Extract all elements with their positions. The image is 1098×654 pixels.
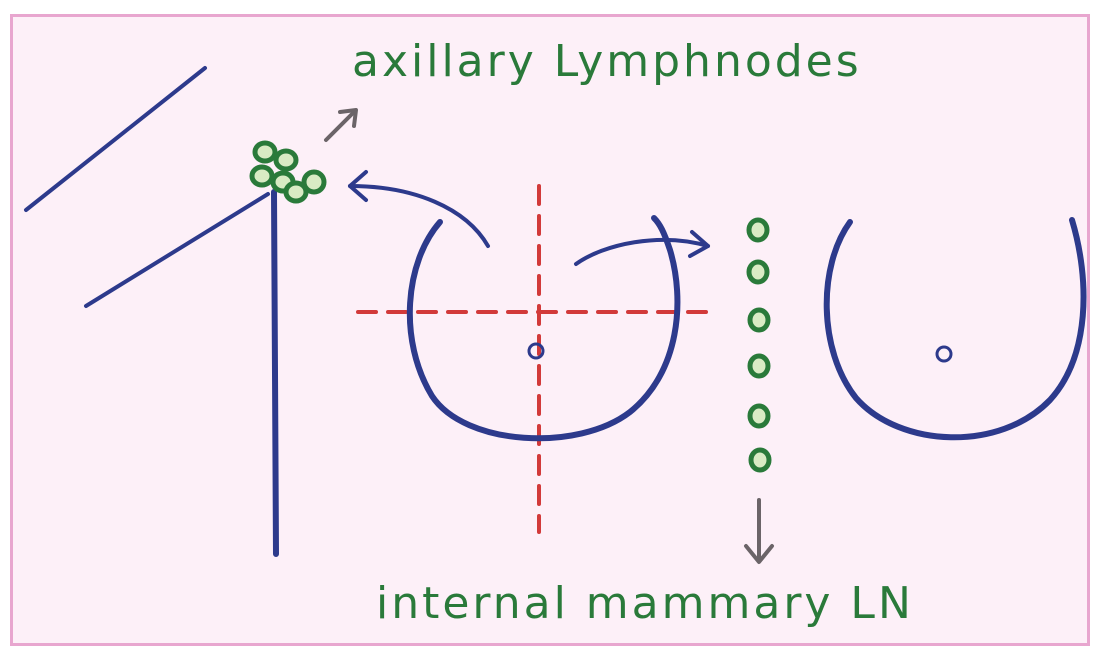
axillary-node — [252, 167, 272, 185]
drainage-arrow-internal — [576, 232, 708, 264]
axillary-node — [255, 143, 275, 161]
internal-mammary-pointer-arrow — [746, 500, 772, 562]
axillary-pointer-arrow — [326, 110, 356, 140]
axillary-node — [276, 151, 296, 169]
chest-wall-line — [274, 192, 276, 554]
quadrant-lines — [358, 186, 708, 532]
internal-mammary-node — [750, 406, 768, 426]
internal-mammary-node — [749, 220, 767, 240]
arm-lower-line — [86, 194, 268, 306]
left-breast-outline — [410, 218, 678, 438]
internal-mammary-node — [750, 310, 768, 330]
right-breast-outline — [827, 220, 1084, 437]
internal-mammary-node — [750, 356, 768, 376]
internal-mammary-node-chain — [749, 220, 769, 470]
internal-mammary-node — [751, 450, 769, 470]
axillary-lymph-nodes-label: axillary Lymphnodes — [352, 36, 862, 87]
axillary-lymph-node-cluster — [252, 143, 324, 201]
arm-upper-line — [26, 68, 205, 210]
axillary-node — [304, 172, 324, 192]
internal-mammary-node — [749, 262, 767, 282]
internal-mammary-ln-label: internal mammary LN — [376, 578, 914, 629]
right-nipple — [937, 347, 951, 361]
drainage-arrow-axillary — [350, 172, 488, 246]
